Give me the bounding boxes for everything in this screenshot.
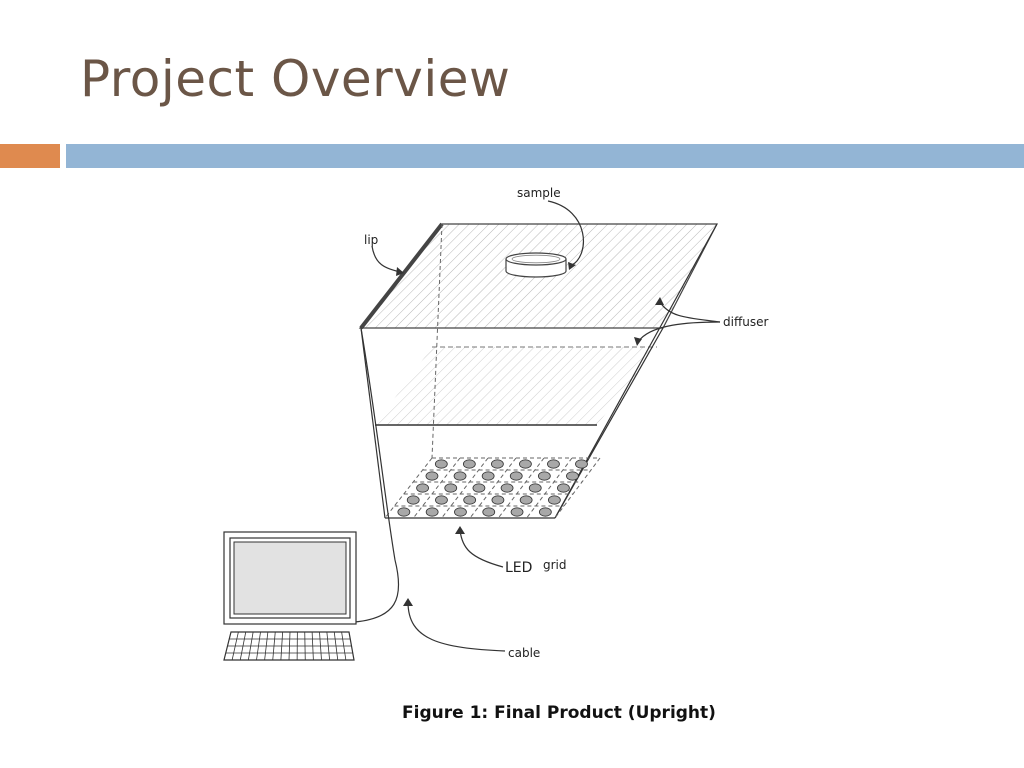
led [481,471,495,481]
keyboard-column-line [256,631,261,661]
led [406,495,420,505]
led [519,459,532,469]
label-sample: sample [517,186,561,200]
keyboard-column-line [333,631,339,661]
accent-bar-orange [0,144,60,168]
led [435,495,448,505]
led [434,459,448,469]
led-grid [394,457,591,519]
figure-caption: Figure 1: Final Product (Upright) [402,703,716,723]
led [575,459,588,469]
led-grid-column-line [526,457,573,519]
led [519,495,533,505]
lip [359,222,444,330]
led [537,471,551,481]
keyboard-column-line [326,631,331,661]
led [416,483,429,493]
keyboard-column-line [341,631,347,661]
label-lip: lip [364,233,378,247]
led [454,507,467,517]
keyboard-column-line [264,631,269,661]
led [397,507,411,517]
led [538,507,552,517]
label-cable: cable [508,646,540,660]
led-grid-column-line [441,457,489,519]
led [425,507,439,517]
label-grid: grid [543,558,567,572]
keyboard-column-line [247,631,254,661]
slide-title: Project Overview [80,50,511,108]
keyboard-column-line [304,631,306,661]
led [547,495,561,505]
led-grid-column-line [469,457,517,519]
led [510,507,524,517]
keyboard-column-line [231,631,239,661]
led [547,459,560,469]
led [566,471,579,481]
keyboard-column-line [239,631,247,661]
led-grid-column-line [497,457,545,519]
led [482,507,496,517]
label-led: LED [505,560,532,576]
accent-bar-blue [66,144,1024,168]
led-grid-column-line [412,457,461,519]
product-diagram: sample lip diffuser LED grid cable [223,186,768,661]
led [425,471,439,481]
led [472,483,486,493]
led [444,483,458,493]
led [528,483,542,493]
led [462,459,476,469]
led [491,495,505,505]
keyboard-column-line [319,631,322,661]
label-diffuser: diffuser [723,315,768,329]
led [453,471,467,481]
keyboard-column-line [311,631,314,661]
diffuser-panel [375,347,657,425]
led [500,483,514,493]
sample-dish [505,252,567,278]
keyboard-column-line [280,631,284,661]
led [490,459,504,469]
cable [354,327,400,623]
led [463,495,477,505]
computer [223,531,357,661]
keyboard-column-line [288,631,291,661]
led [557,483,570,493]
keyboard-column-line [272,631,276,661]
led [509,471,523,481]
